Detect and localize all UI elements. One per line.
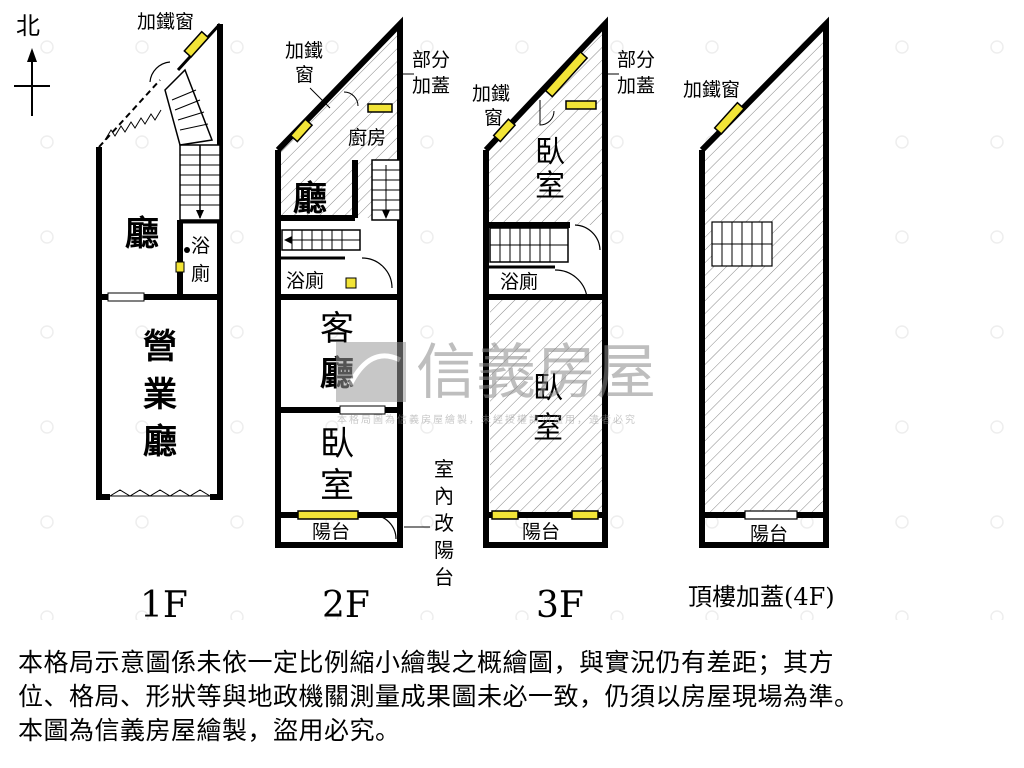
1f-internal-door bbox=[107, 292, 145, 302]
north-compass: 北 bbox=[14, 12, 50, 116]
1f-iron-window bbox=[183, 30, 210, 59]
4f-caption: 頂樓加蓋(4F) bbox=[688, 583, 835, 611]
disclaimer-line-2: 位、格局、形狀等與地政機關測量成果圖未必一致，仍須以房屋現場為準。 bbox=[18, 682, 860, 711]
brand-watermark: 信義房屋 本格局圖為信義房屋繪製，未經授權請勿盜用，違者必究 bbox=[336, 338, 656, 426]
3f-hatched-bedroom bbox=[486, 24, 605, 225]
1f-door-arc bbox=[149, 61, 171, 83]
1f-bath-window bbox=[175, 261, 185, 273]
1f-iron-window-note: 加鐵窗 bbox=[137, 11, 194, 33]
3f-room-balcony: 陽台 bbox=[522, 521, 560, 543]
2f-hall-hatch bbox=[278, 90, 355, 218]
1f-room-shop-2: 業 bbox=[143, 375, 177, 415]
3f-partial-addition-note-2: 加蓋 bbox=[617, 75, 655, 97]
2f-outer-wall bbox=[275, 16, 403, 548]
2f-indoor-balcony-note-4: 陽 bbox=[434, 538, 454, 562]
4f-outer-wall bbox=[699, 16, 829, 548]
3f-iron-window-note-2: 窗 bbox=[484, 107, 503, 129]
3f-iron-window bbox=[492, 118, 517, 143]
3f-room-bedroom-main-1: 臥 bbox=[533, 371, 563, 406]
2f-indoor-balcony-note-3: 改 bbox=[434, 511, 454, 535]
2f-room-kitchen: 廚房 bbox=[348, 126, 386, 149]
3f-partial-addition-note-1: 部分 bbox=[617, 49, 655, 71]
2f-balcony-window bbox=[297, 510, 359, 520]
2f-iron-window bbox=[289, 118, 314, 143]
north-arrow-head bbox=[27, 48, 37, 62]
4f-iron-window-note: 加鐵窗 bbox=[683, 79, 740, 101]
1f-diagonal-window bbox=[104, 109, 162, 141]
1f-room-bath-2: 廁 bbox=[191, 262, 210, 285]
2f-iron-window-note-1: 加鐵 bbox=[285, 40, 323, 62]
1f-room-shop-1: 營 bbox=[143, 327, 177, 367]
3f-room-bedroom-top-2: 室 bbox=[535, 169, 565, 204]
brand-logo-mark bbox=[336, 342, 406, 402]
2f-partial-addition-note-1: 部分 bbox=[412, 49, 450, 71]
4f-hatched-area bbox=[702, 24, 826, 515]
3f-hatched-main-bedroom bbox=[490, 300, 605, 515]
2f-indoor-balcony-note-2: 內 bbox=[434, 484, 454, 508]
2f-caption: 2F bbox=[322, 585, 370, 626]
disclaimer-line-3: 本圖為信義房屋繪製，盜用必究。 bbox=[18, 716, 401, 745]
3f-balcony-window-right bbox=[571, 510, 599, 520]
1f-diagonal-opening bbox=[98, 79, 161, 148]
1f-room-hall: 廳 bbox=[125, 214, 159, 254]
north-label: 北 bbox=[16, 12, 40, 40]
3f-iron-window-note-1: 加鐵 bbox=[472, 83, 510, 105]
floor-3f: 加鐵 窗 部分 加蓋 臥 室 浴廁 臥 室 陽台 3F bbox=[472, 16, 655, 626]
4f-staircase bbox=[711, 221, 773, 267]
2f-iron-window-note-2: 窗 bbox=[295, 64, 314, 86]
2f-indoor-balcony-note-5: 台 bbox=[434, 565, 454, 589]
3f-diagonal-window bbox=[544, 50, 589, 98]
3f-room-bath: 浴廁 bbox=[500, 270, 538, 293]
2f-room-bath: 浴廁 bbox=[286, 269, 324, 292]
disclaimer-line-1: 本格局示意圖係未依一定比例縮小繪製之概繪圖，與實況仍有差距；其方 bbox=[18, 648, 835, 677]
2f-staircase bbox=[281, 159, 401, 251]
brand-notice: 本格局圖為信義房屋繪製，未經授權請勿盜用，違者必究 bbox=[337, 413, 637, 426]
brand-name: 信義房屋 bbox=[416, 338, 656, 408]
2f-indoor-balcony-note-1: 室 bbox=[434, 457, 454, 481]
3f-caption: 3F bbox=[536, 585, 584, 626]
4f-room-balcony: 陽台 bbox=[750, 523, 788, 545]
2f-room-balcony: 陽台 bbox=[312, 521, 350, 543]
3f-window bbox=[565, 100, 597, 110]
3f-staircase bbox=[489, 227, 569, 263]
2f-bath-door-arc bbox=[361, 257, 393, 289]
floor-2f: 加鐵 窗 部分 加蓋 廚房 廳 浴廁 客 廳 臥 室 陽台 室 內 改 陽 台 … bbox=[275, 16, 454, 626]
1f-staircase bbox=[164, 68, 221, 221]
2f-room-bedroom-2: 室 bbox=[320, 466, 354, 506]
disclaimer: 本格局示意圖係未依一定比例縮小繪製之概繪圖，與實況仍有差距；其方 位、格局、形狀… bbox=[18, 646, 1008, 748]
floor-1f: 加鐵窗 廳 浴 廁 營 業 廳 1F bbox=[96, 11, 223, 626]
1f-bath-fixture bbox=[184, 247, 190, 253]
3f-balcony-window-left bbox=[491, 510, 519, 520]
2f-room-bedroom-1: 臥 bbox=[320, 424, 354, 464]
1f-caption: 1F bbox=[140, 585, 188, 626]
4f-iron-window bbox=[713, 101, 746, 136]
3f-room-bedroom-top-1: 臥 bbox=[535, 135, 565, 170]
1f-front-door-folding bbox=[109, 489, 211, 497]
2f-kitchen-window bbox=[367, 103, 393, 113]
1f-room-bath-1: 浴 bbox=[191, 235, 210, 257]
2f-bath-window bbox=[345, 277, 357, 289]
floor-4f: 加鐵窗 陽台 頂樓加蓋(4F) bbox=[683, 16, 835, 611]
3f-outer-wall bbox=[483, 16, 608, 548]
2f-room-hall: 廳 bbox=[293, 179, 327, 219]
3f-room-bedroom-main-2: 室 bbox=[533, 411, 563, 446]
2f-partial-addition-note-2: 加蓋 bbox=[412, 75, 450, 97]
4f-balcony-door bbox=[744, 510, 798, 520]
1f-room-shop-3: 廳 bbox=[143, 422, 177, 462]
